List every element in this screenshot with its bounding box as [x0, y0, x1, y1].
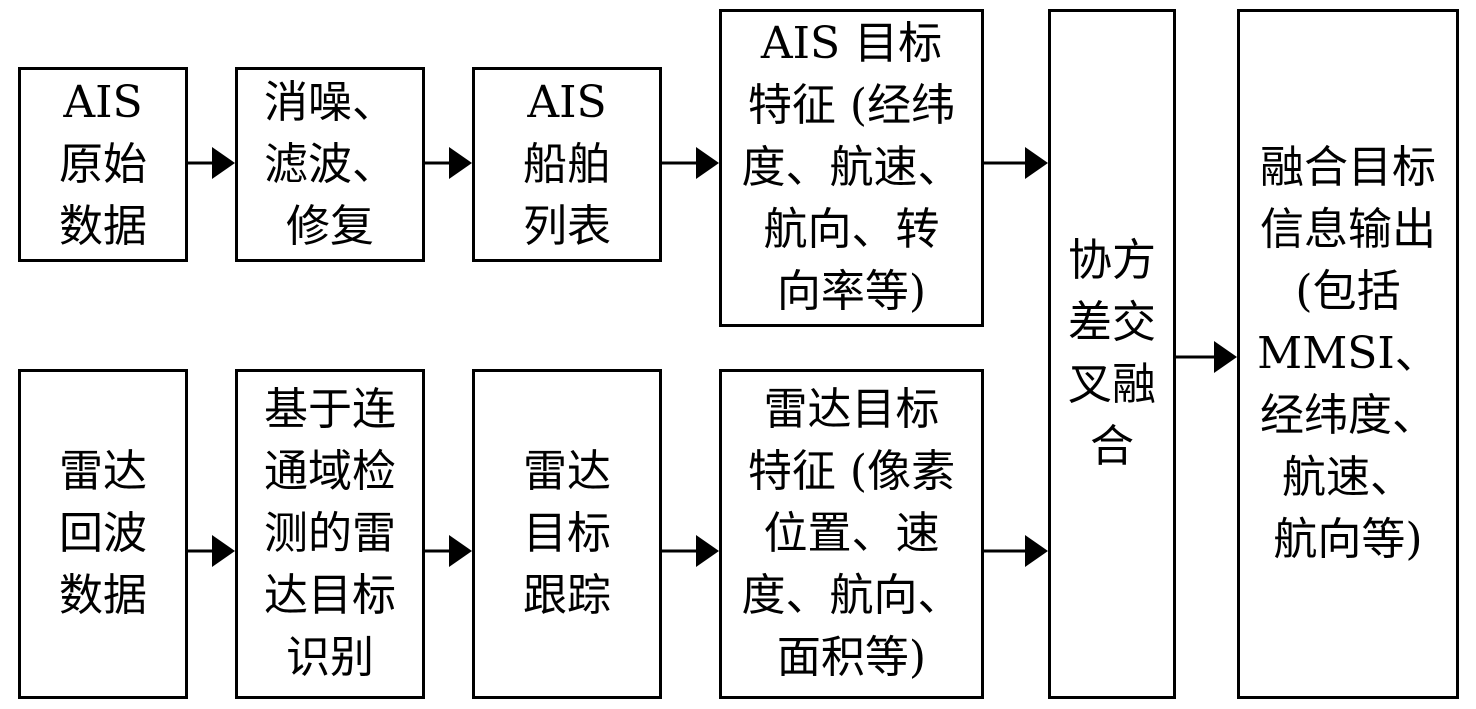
ais-ship-list-box: AIS 船舶 列表 — [472, 67, 662, 262]
arrowhead-radar-tracking-to-features-icon — [696, 535, 719, 567]
radar-detection-label: 基于连 通域检 测的雷 达目标 识别 — [264, 384, 396, 683]
radar-features-label: 雷达目标 特征 (像素 位置、速 度、航向、 面积等) — [741, 384, 962, 683]
fusion-output-label: 融合目标 信息输出 (包括 MMSI、 经纬度、 航速、 航向等) — [1257, 142, 1439, 565]
ais-denoise-box: 消噪、 滤波、 修复 — [235, 67, 425, 262]
arrowhead-ais-features-to-fusion-icon — [1025, 147, 1048, 179]
covariance-fusion-box: 协方 差交 叉融 合 — [1048, 9, 1176, 699]
arrowhead-ais-list-to-features-icon — [696, 147, 719, 179]
ais-denoise-label: 消噪、 滤波、 修复 — [264, 76, 396, 252]
covariance-fusion-label: 协方 差交 叉融 合 — [1068, 235, 1156, 472]
ais-raw-data-label: AIS 原始 数据 — [59, 76, 147, 252]
arrowhead-ais-raw-to-denoise-icon — [212, 147, 235, 179]
fusion-output-box: 融合目标 信息输出 (包括 MMSI、 经纬度、 航速、 航向等) — [1237, 9, 1459, 699]
radar-tracking-box: 雷达 目标 跟踪 — [472, 369, 662, 699]
arrowhead-radar-detection-to-tracking-icon — [449, 535, 472, 567]
radar-detection-box: 基于连 通域检 测的雷 达目标 识别 — [235, 369, 425, 699]
arrowhead-ais-denoise-to-list-icon — [449, 147, 472, 179]
radar-tracking-label: 雷达 目标 跟踪 — [523, 446, 611, 621]
arrowhead-radar-features-to-fusion-icon — [1025, 535, 1048, 567]
arrowhead-radar-echo-to-detection-icon — [212, 535, 235, 567]
ais-ship-list-label: AIS 船舶 列表 — [523, 76, 611, 252]
arrowhead-fusion-to-output-icon — [1214, 341, 1237, 373]
radar-echo-data-label: 雷达 回波 数据 — [59, 446, 147, 621]
ais-raw-data-box: AIS 原始 数据 — [18, 67, 188, 262]
radar-features-box: 雷达目标 特征 (像素 位置、速 度、航向、 面积等) — [719, 369, 984, 699]
radar-echo-data-box: 雷达 回波 数据 — [18, 369, 188, 699]
ais-features-label: AIS 目标 特征 (经纬 度、航速、 航向、转 向率等) — [741, 18, 962, 317]
ais-features-box: AIS 目标 特征 (经纬 度、航速、 航向、转 向率等) — [719, 9, 984, 327]
